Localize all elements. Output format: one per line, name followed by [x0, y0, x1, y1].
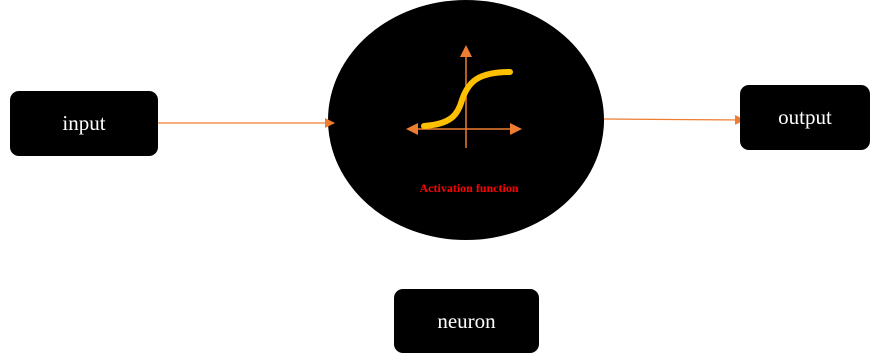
neuron-label: neuron [437, 308, 496, 333]
input-label: input [62, 111, 106, 135]
output-label: output [778, 105, 832, 129]
output-node: output [740, 85, 870, 150]
neuron-to-output-arrow [603, 114, 745, 125]
input-node: input [10, 91, 158, 156]
neuron-node: neuron [394, 289, 539, 353]
activation-function-label: Activation function [420, 181, 519, 195]
sigmoid-curve [421, 69, 513, 129]
